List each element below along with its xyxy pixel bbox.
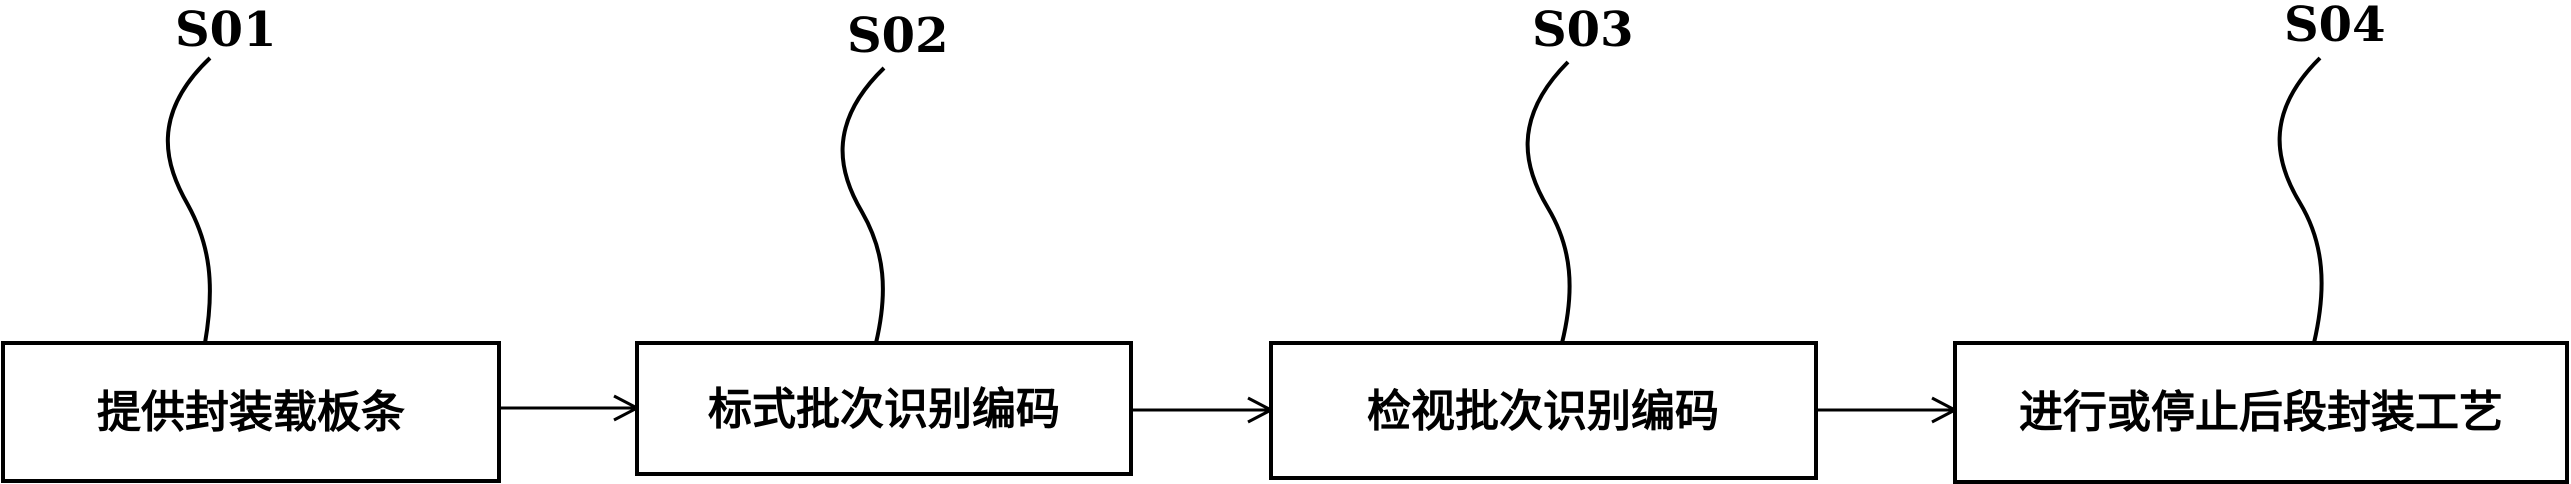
leader-line-s02 (843, 68, 884, 343)
step-text-s04: 进行或停止后段封装工艺 (2019, 387, 2503, 438)
step-s03: S03 检视批次识别编码 (1271, 2, 1816, 478)
step-s01: S01 提供封装载板条 (3, 2, 499, 481)
step-s02: S02 标式批次识别编码 (637, 8, 1131, 474)
leader-line-s04 (2280, 58, 2322, 343)
arrow-s01-s02 (500, 396, 637, 420)
leader-line-s01 (168, 58, 210, 343)
step-label-s04: S04 (2284, 0, 2385, 53)
step-text-s03: 检视批次识别编码 (1367, 386, 1719, 437)
step-text-s01: 提供封装载板条 (97, 387, 405, 438)
step-label-s01: S01 (175, 2, 276, 58)
leader-line-s03 (1528, 62, 1570, 343)
arrow-s03-s04 (1817, 398, 1955, 422)
step-label-s02: S02 (847, 8, 948, 64)
arrow-s02-s03 (1132, 398, 1271, 422)
step-s04: S04 进行或停止后段封装工艺 (1955, 0, 2567, 482)
step-text-s02: 标式批次识别编码 (708, 384, 1060, 435)
step-label-s03: S03 (1532, 2, 1633, 58)
